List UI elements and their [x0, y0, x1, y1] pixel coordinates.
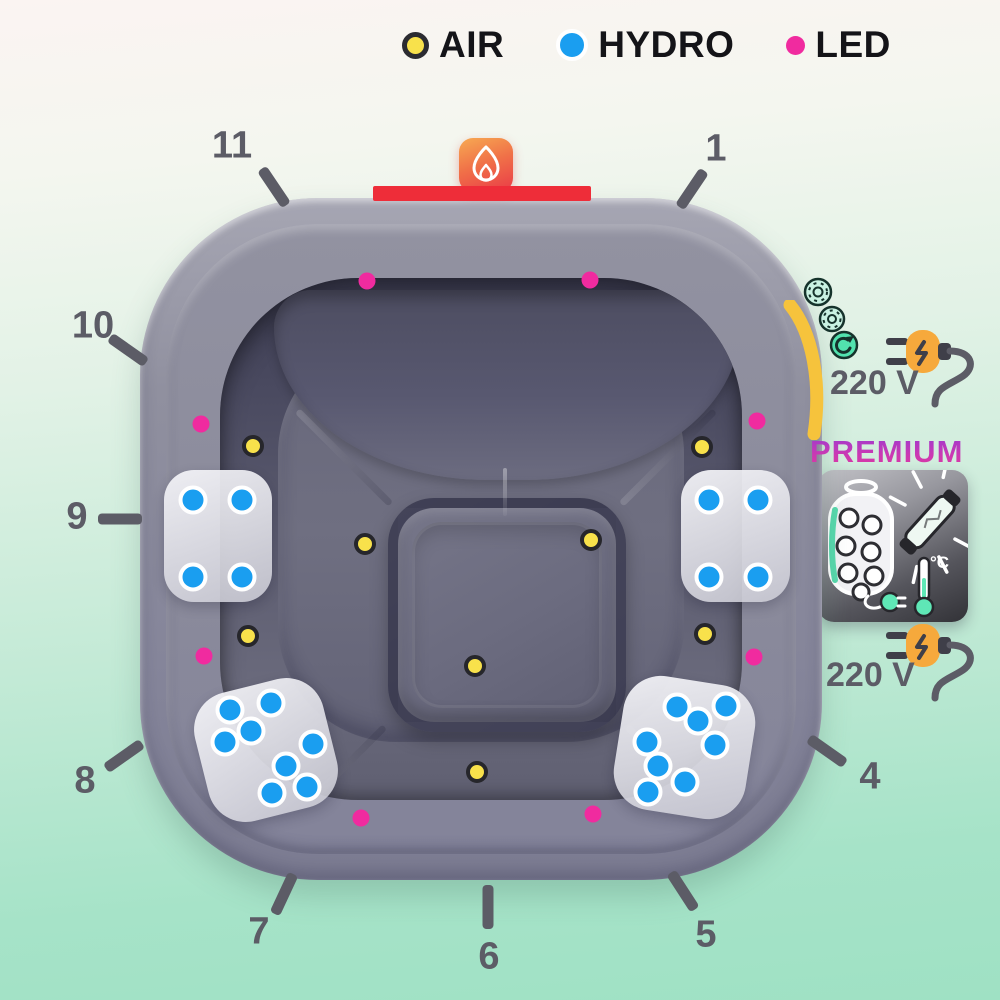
thermometer-icon	[913, 556, 935, 618]
position-label-9: 9	[66, 495, 88, 538]
jet-rotate-icon	[829, 330, 859, 360]
legend-label-air: AIR	[439, 24, 505, 65]
power-plug-icon-bottom	[884, 612, 994, 717]
voltage-label-top: 220 V	[830, 364, 919, 402]
heater-zone-bar	[373, 186, 591, 201]
position-tick-6	[482, 885, 494, 929]
tub-ridge	[288, 724, 388, 800]
air-legend-dot-icon	[402, 31, 429, 59]
uv-lamp-icon	[888, 459, 972, 585]
tub-drain-seam	[503, 468, 507, 516]
position-label-4: 4	[859, 755, 881, 798]
legend-item-air: AIR	[402, 24, 504, 66]
sand-filter-icon	[828, 479, 894, 602]
legend-item-led: LED	[786, 24, 891, 66]
position-label-11: 11	[211, 124, 253, 167]
position-tick-9	[98, 513, 142, 525]
position-tick-8	[102, 738, 146, 774]
tub-bowl	[220, 278, 742, 800]
jet-adjust-icon	[803, 277, 833, 307]
position-label-8: 8	[74, 759, 96, 802]
premium-equipment-panel: °C	[818, 459, 972, 622]
flame-icon	[459, 138, 513, 192]
position-label-7: 7	[248, 910, 270, 953]
legend: AIR HYDRO LED	[402, 24, 891, 66]
temp-unit-label: °C	[930, 553, 949, 572]
hydro-legend-dot-icon	[556, 29, 589, 61]
jet-control-icons	[803, 277, 859, 360]
premium-label: PREMIUM	[810, 434, 964, 469]
tub-ridge	[624, 724, 724, 800]
heater-highlight-arc	[783, 300, 824, 440]
tub-rim	[166, 224, 796, 854]
position-label-6: 6	[478, 935, 500, 978]
legend-label-hydro: HYDRO	[598, 24, 735, 65]
legend-item-hydro: HYDRO	[556, 24, 734, 66]
mini-plug-icon	[863, 591, 907, 613]
hot-tub	[140, 198, 822, 880]
jet-adjust-icon	[818, 305, 846, 333]
position-label-1: 1	[705, 127, 727, 170]
position-label-5: 5	[695, 913, 717, 956]
tub-footwell	[388, 498, 626, 732]
voltage-label-bottom: 220 V	[826, 656, 915, 694]
power-plug-icon-top	[884, 318, 994, 423]
legend-label-led: LED	[815, 24, 891, 65]
position-label-10: 10	[71, 304, 115, 347]
led-legend-dot-icon	[786, 35, 806, 55]
